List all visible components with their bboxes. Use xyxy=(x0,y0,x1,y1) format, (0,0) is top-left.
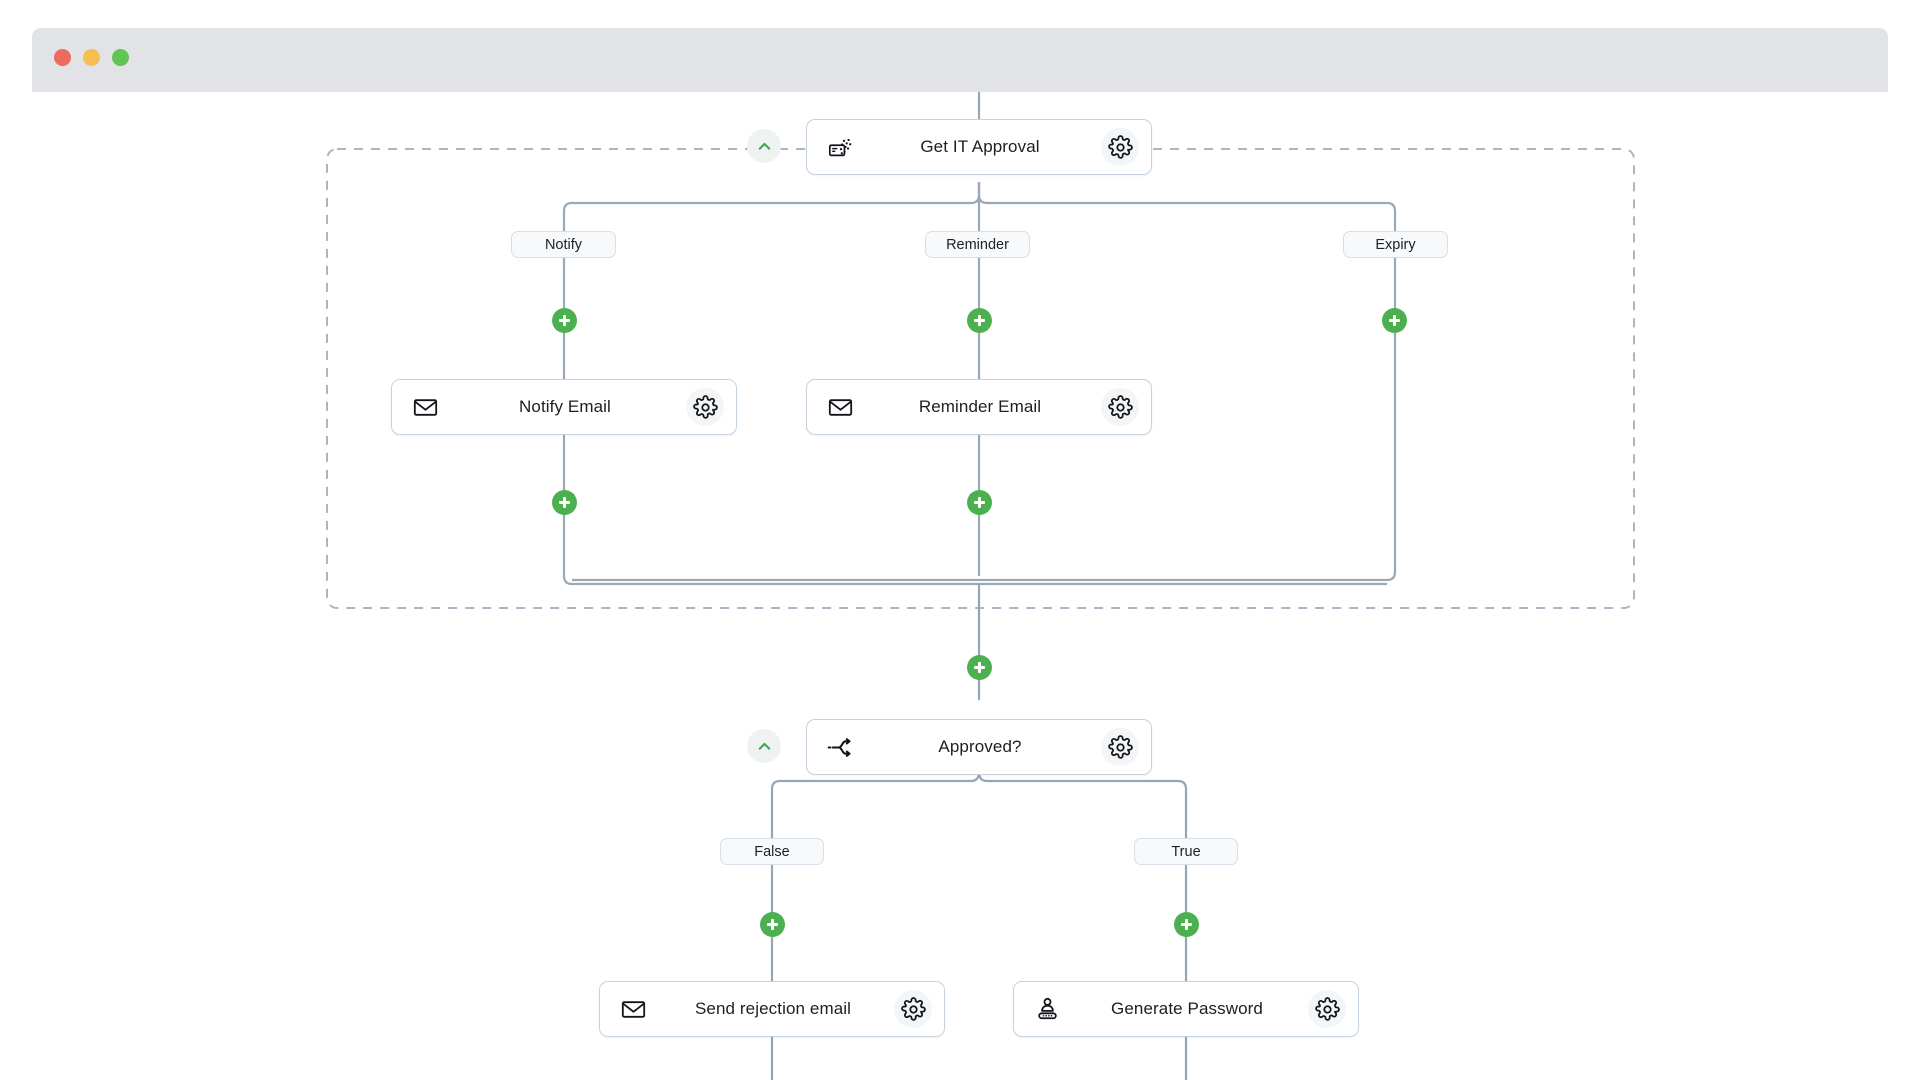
approval-stamp-icon xyxy=(817,134,863,161)
workflow-node-send-rejection-email[interactable]: Send rejection email xyxy=(599,981,945,1037)
chevron-up-icon xyxy=(758,142,770,150)
settings-button-send-rejection-email[interactable] xyxy=(890,990,936,1028)
workflow-node-get-it-approval[interactable]: Get IT Approval xyxy=(806,119,1152,175)
maximize-button[interactable] xyxy=(112,49,129,66)
minimize-button[interactable] xyxy=(83,49,100,66)
branch-label-true[interactable]: True xyxy=(1134,838,1238,865)
add-step-button-notify-bottom[interactable] xyxy=(552,490,577,515)
branch-label-notify[interactable]: Notify xyxy=(511,231,616,258)
envelope-icon xyxy=(817,394,863,421)
branch-label-false-text: False xyxy=(754,843,790,860)
close-button[interactable] xyxy=(54,49,71,66)
gear-icon-background xyxy=(894,990,932,1028)
branch-label-expiry-text: Expiry xyxy=(1375,236,1416,253)
branch-label-reminder-text: Reminder xyxy=(946,236,1009,253)
branch-label-reminder[interactable]: Reminder xyxy=(925,231,1030,258)
gear-icon xyxy=(1107,394,1133,419)
workflow-node-label: Generate Password xyxy=(1111,999,1263,1018)
envelope-icon xyxy=(402,394,448,421)
gear-icon-background xyxy=(1101,388,1139,426)
workflow-node-label: Notify Email xyxy=(519,397,611,416)
branch-label-false[interactable]: False xyxy=(720,838,824,865)
gear-icon xyxy=(1107,734,1133,759)
add-step-button-notify-top[interactable] xyxy=(552,308,577,333)
add-step-button-true[interactable] xyxy=(1174,912,1199,937)
gear-icon xyxy=(1314,996,1340,1021)
workflow-node-generate-password[interactable]: Generate Password xyxy=(1013,981,1359,1037)
branch-split-icon xyxy=(817,734,863,761)
settings-button-approved[interactable] xyxy=(1097,728,1143,766)
settings-button-get-it-approval[interactable] xyxy=(1097,128,1143,166)
add-step-button-after-group[interactable] xyxy=(967,655,992,680)
gear-icon xyxy=(1107,134,1133,159)
chevron-up-icon xyxy=(758,742,770,750)
password-user-icon xyxy=(1024,996,1070,1023)
add-step-button-reminder-top[interactable] xyxy=(967,308,992,333)
workflow-node-reminder-email[interactable]: Reminder Email xyxy=(806,379,1152,435)
gear-icon-background xyxy=(686,388,724,426)
gear-icon-background xyxy=(1101,128,1139,166)
gear-icon xyxy=(692,394,718,419)
workflow-node-approved[interactable]: Approved? xyxy=(806,719,1152,775)
add-step-button-expiry[interactable] xyxy=(1382,308,1407,333)
gear-icon-background xyxy=(1308,990,1346,1028)
collapse-toggle-get-it-approval[interactable] xyxy=(747,129,781,163)
settings-button-notify-email[interactable] xyxy=(682,388,728,426)
workflow-node-label: Approved? xyxy=(938,737,1022,756)
workflow-node-label: Get IT Approval xyxy=(920,137,1040,156)
gear-icon xyxy=(900,996,926,1021)
envelope-icon xyxy=(610,996,656,1023)
window-titlebar xyxy=(32,28,1888,92)
window-controls xyxy=(54,49,129,66)
workflow-node-label: Send rejection email xyxy=(694,999,852,1018)
branch-label-notify-text: Notify xyxy=(544,236,583,253)
branch-label-expiry[interactable]: Expiry xyxy=(1343,231,1448,258)
settings-button-reminder-email[interactable] xyxy=(1097,388,1143,426)
add-step-button-reminder-bottom[interactable] xyxy=(967,490,992,515)
branch-label-true-text: True xyxy=(1171,843,1201,860)
settings-button-generate-password[interactable] xyxy=(1304,990,1350,1028)
add-step-button-false[interactable] xyxy=(760,912,785,937)
workflow-node-notify-email[interactable]: Notify Email xyxy=(391,379,737,435)
collapse-toggle-approved[interactable] xyxy=(747,729,781,763)
workflow-node-label: Reminder Email xyxy=(918,397,1042,416)
gear-icon-background xyxy=(1101,728,1139,766)
